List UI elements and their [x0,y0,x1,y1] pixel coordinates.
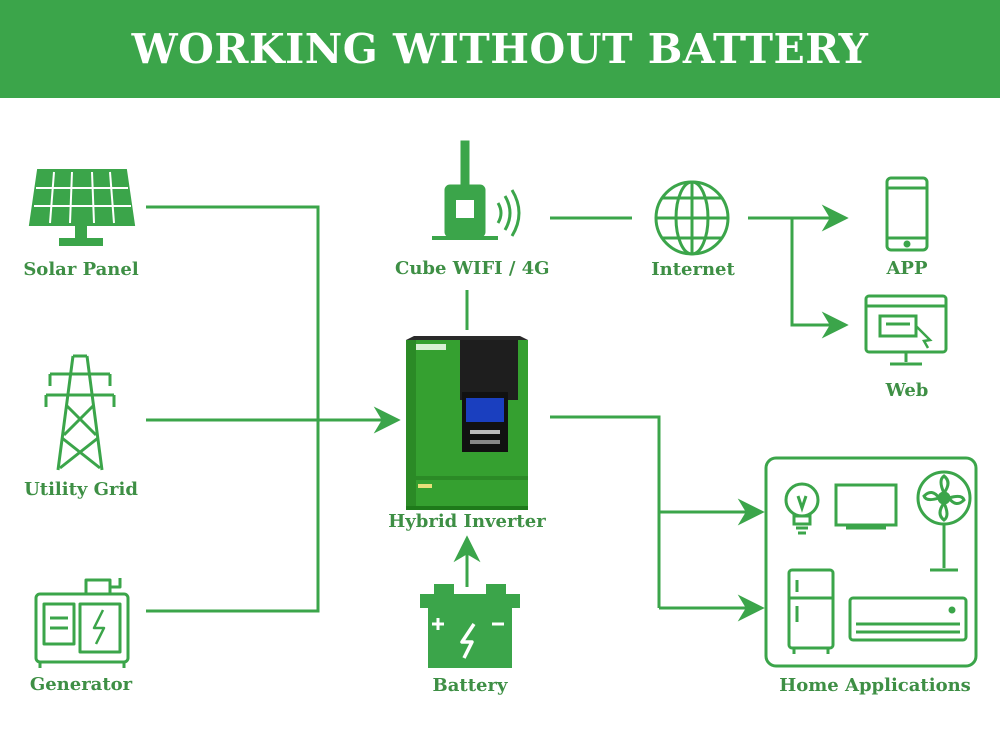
utility-grid-label: Utility Grid [24,479,138,500]
lightbulb-icon [784,482,820,535]
home-appliances-icon [764,456,978,668]
connectors [146,204,849,622]
cube-wifi-label: Cube WIFI / 4G [395,258,550,279]
solar-line [146,205,320,613]
solar-panel-icon [28,169,136,246]
monitor-icon [864,294,948,366]
app-label: APP [886,258,928,279]
internet-to-web-arrow [790,218,849,339]
transmission-tower-icon [44,354,116,471]
battery-icon [420,584,520,668]
web-label: Web [885,380,929,401]
air-conditioner-icon [848,596,968,642]
hybrid-inverter-label: Hybrid Inverter [388,511,546,532]
refrigerator-icon [787,568,835,654]
home-applications-label: Home Applications [779,675,971,696]
fan-icon [916,470,972,572]
inverter-output-line [550,415,661,608]
tv-icon [834,483,898,530]
battery-label: Battery [432,675,508,696]
inverter-icon [406,336,528,510]
internet-label: Internet [651,259,735,280]
generator-icon [34,578,130,668]
solar-panel-label: Solar Panel [23,259,139,280]
title-banner: WORKING WITHOUT BATTERY [0,0,1000,98]
smartphone-icon [885,176,929,252]
globe-icon [654,180,730,256]
generator-label: Generator [29,674,133,695]
wifi-module-icon [432,140,521,240]
page-title: WORKING WITHOUT BATTERY [131,25,869,73]
